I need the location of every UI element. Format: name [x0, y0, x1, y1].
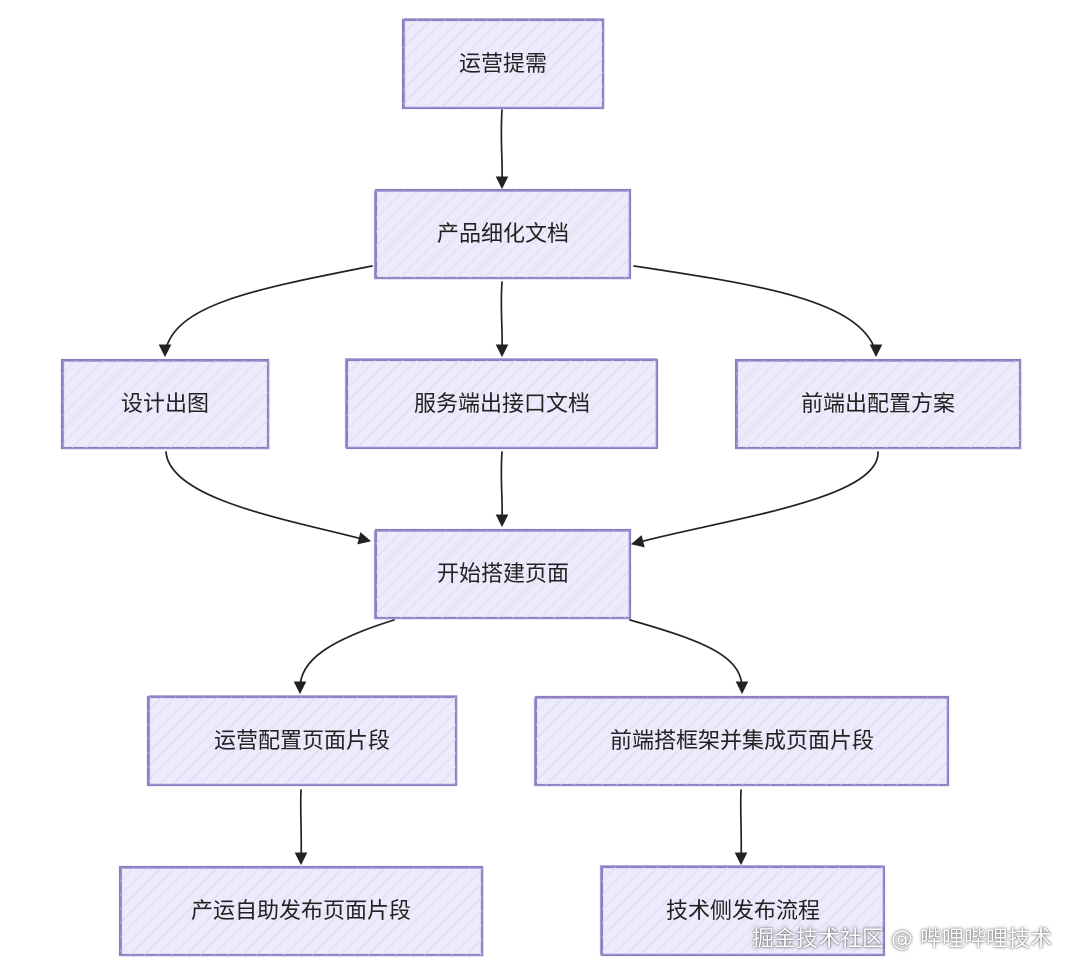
edge-line-n2-n5 [633, 265, 877, 353]
arrow-head-n2-n4 [495, 344, 509, 358]
arrow-head-n4-n6 [495, 514, 509, 528]
edge-line-n3-n6 [165, 451, 367, 541]
node-outline [344, 358, 657, 448]
arrow-head-n5-n6 [630, 535, 645, 548]
node-outline [62, 360, 270, 450]
node-outline [599, 865, 884, 955]
node-hatch [347, 360, 657, 448]
edge-n2-n4 [495, 281, 509, 358]
edge-n6-n7 [293, 619, 395, 695]
node-n1: 运营提需 [401, 18, 605, 110]
node-label: 设计出图 [121, 392, 209, 417]
edge-n1-n2 [495, 109, 509, 190]
node-n6: 开始搭建页面 [373, 528, 632, 620]
node-label: 前端搭框架并集成页面片段 [610, 729, 874, 754]
arrow-head-n8-n10 [734, 852, 748, 866]
node-outline [373, 190, 630, 280]
node-label: 开始搭建页面 [437, 562, 569, 587]
node-n7: 运营配置页面片段 [146, 695, 458, 787]
node-hatch [602, 867, 884, 955]
node-label: 运营配置页面片段 [214, 729, 390, 754]
arrow-head-n6-n7 [293, 681, 307, 695]
node-label: 前端出配置方案 [801, 392, 955, 417]
node-box [345, 358, 659, 450]
edge-n6-n8 [629, 619, 749, 695]
edge-line-n2-n3 [164, 265, 373, 353]
node-n4: 服务端出接口文档 [344, 358, 659, 450]
edge-n8-n10 [734, 789, 748, 866]
arrow-head-n3-n6 [357, 532, 372, 545]
node-outline [120, 867, 484, 957]
edge-line-n4-n6 [500, 451, 504, 523]
node-label: 技术侧发布流程 [666, 899, 820, 924]
arrow-head-n6-n8 [735, 681, 749, 695]
node-n5: 前端出配置方案 [734, 358, 1022, 450]
node-hatch [62, 360, 268, 448]
node-n9: 产运自助发布页面片段 [118, 865, 484, 957]
node-label: 产运自助发布页面片段 [191, 899, 411, 924]
node-label: 运营提需 [459, 52, 547, 77]
node-hatch [536, 697, 948, 785]
node-hatch [376, 530, 630, 618]
edge-line-n1-n2 [500, 109, 504, 187]
watermark-text: 掘金技术社区 @ 哔哩哔哩技术 [752, 927, 1052, 952]
node-n8: 前端搭框架并集成页面片段 [533, 695, 950, 787]
node-n3: 设计出图 [60, 358, 270, 450]
node-box [374, 188, 632, 280]
arrow-head-n2-n3 [158, 344, 172, 358]
node-n10: 技术侧发布流程 [599, 865, 886, 957]
node-outline [736, 360, 1022, 450]
node-outline [403, 18, 605, 108]
node-hatch [120, 867, 482, 955]
edge-line-n2-n4 [500, 281, 504, 353]
node-n2: 产品细化文档 [373, 188, 632, 280]
arrow-head-n2-n5 [869, 344, 883, 358]
edge-n2-n3 [158, 265, 373, 358]
node-label: 产品细化文档 [437, 222, 569, 247]
edge-n4-n6 [495, 451, 509, 528]
edge-n3-n6 [165, 451, 372, 545]
node-box [374, 528, 632, 620]
edge-line-n6-n8 [629, 619, 743, 689]
arrow-head-n1-n2 [495, 176, 509, 190]
edge-n5-n6 [630, 451, 879, 548]
edge-line-n7-n9 [299, 789, 303, 861]
edge-line-n8-n10 [739, 789, 743, 861]
edge-line-n6-n7 [299, 619, 395, 689]
edge-line-n5-n6 [635, 451, 879, 544]
node-outline [373, 530, 630, 620]
node-hatch [376, 190, 630, 278]
node-hatch [403, 20, 603, 108]
node-hatch [148, 697, 456, 785]
arrow-head-n7-n9 [294, 852, 308, 866]
node-outline [148, 695, 458, 785]
node-box [60, 358, 270, 450]
node-hatch [736, 360, 1020, 448]
edge-n7-n9 [294, 789, 308, 866]
edges-layer [158, 109, 883, 866]
node-outline [533, 697, 948, 787]
node-label: 服务端出接口文档 [414, 392, 590, 417]
edge-n2-n5 [633, 265, 883, 358]
